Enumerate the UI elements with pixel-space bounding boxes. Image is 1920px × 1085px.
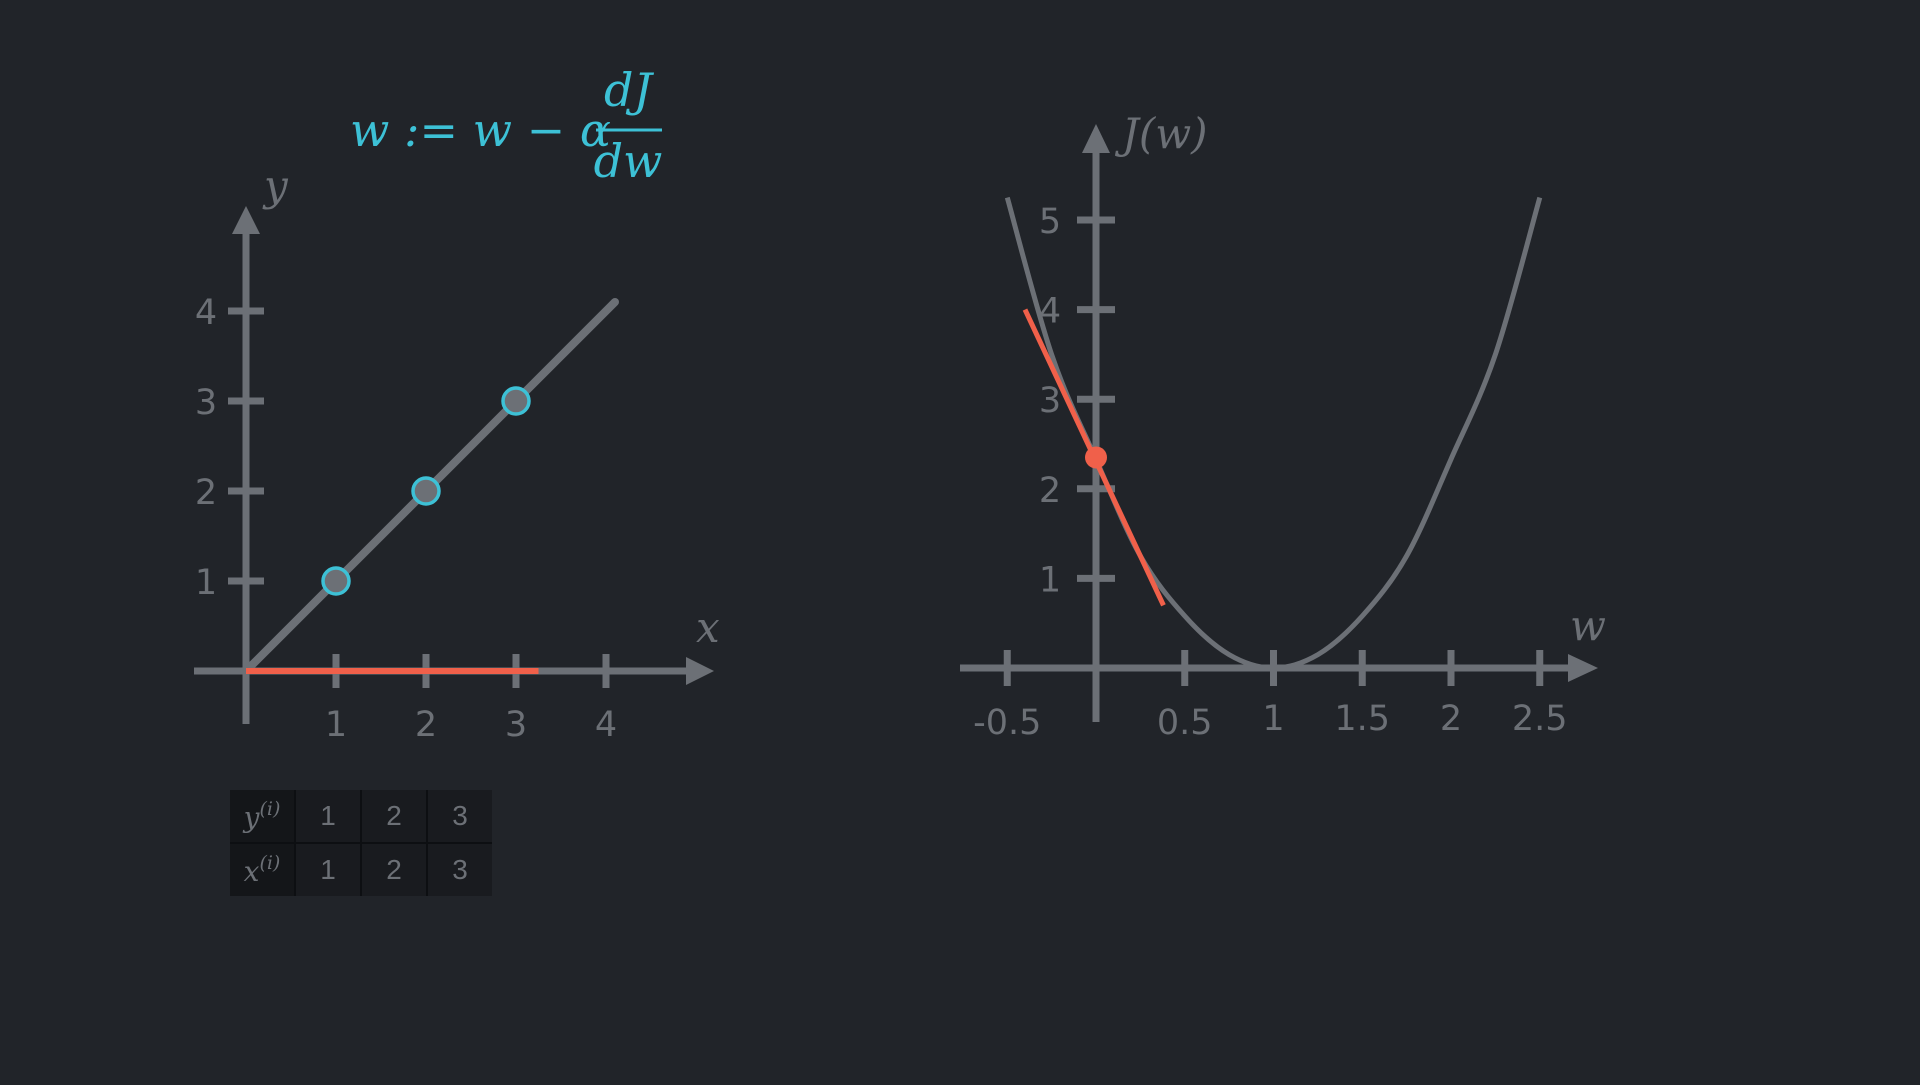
j-tick-label: 4 — [1039, 292, 1061, 332]
j-axis-label: J(w) — [1114, 109, 1208, 158]
cost-curve — [1004, 196, 1543, 671]
x-tick-label: 4 — [595, 705, 617, 745]
y-axis-label: y — [262, 161, 289, 210]
table-cell: 3 — [426, 843, 492, 896]
table-cell: 1 — [294, 843, 362, 896]
w-tick-label: 1.5 — [1334, 699, 1390, 739]
w-axis-label: w — [1570, 601, 1606, 650]
j-tick-label: 2 — [1039, 471, 1061, 511]
formula-numerator: dJ — [604, 63, 654, 117]
j-tick-label: 3 — [1039, 381, 1061, 421]
w-tick-label: 2.5 — [1512, 699, 1568, 739]
row-superscript: (i) — [259, 852, 281, 874]
w-tick-label: -0.5 — [973, 703, 1041, 743]
j-tick-label: 1 — [1039, 560, 1061, 600]
formula: w := w − α dJ dw — [350, 63, 662, 188]
row-label: y — [243, 801, 260, 834]
row-header: y(i) — [230, 790, 296, 844]
j-axis-arrow-icon — [1082, 124, 1110, 153]
tangent-point — [1085, 446, 1107, 469]
row-header: x(i) — [230, 843, 296, 896]
formula-denominator: dw — [594, 134, 663, 188]
w-tick-label: 0.5 — [1157, 703, 1213, 743]
j-tick-label: 5 — [1039, 202, 1061, 242]
w-tick-label: 1 — [1262, 699, 1284, 739]
y-tick-label: 1 — [195, 563, 217, 603]
table-cell: 2 — [360, 843, 428, 896]
table-cell: 2 — [360, 790, 428, 844]
x-tick-label: 1 — [325, 705, 347, 745]
table-cell: 3 — [426, 790, 492, 844]
y-tick-label: 3 — [195, 383, 217, 423]
x-axis-arrow-icon — [686, 657, 714, 685]
data-point — [501, 386, 531, 416]
x-tick-label: 2 — [415, 705, 437, 745]
w-tick-label: 2 — [1440, 699, 1462, 739]
data-points — [321, 386, 531, 596]
right-ticks: -0.5 0.5 1 1.5 2 2.5 1 2 3 4 5 — [973, 202, 1567, 743]
y-tick-label: 2 — [195, 473, 217, 513]
row-superscript: (i) — [259, 798, 281, 820]
left-ticks: 1 2 3 4 1 2 3 4 — [195, 293, 617, 745]
table-cell: 1 — [294, 790, 362, 844]
cost-function-chart: -0.5 0.5 1 1.5 2 2.5 1 2 3 4 5 w J(w) — [960, 109, 1606, 743]
data-point — [321, 566, 351, 596]
w-axis-arrow-icon — [1568, 654, 1598, 682]
data-point — [411, 476, 441, 506]
y-axis-arrow-icon — [232, 206, 260, 234]
row-label: x — [243, 855, 260, 888]
y-tick-label: 4 — [195, 293, 217, 333]
linear-fit-chart: 1 2 3 4 1 2 3 4 x y — [194, 161, 720, 745]
x-axis-label: x — [696, 603, 720, 652]
x-tick-label: 3 — [505, 705, 527, 745]
formula-lhs: w := w − α — [350, 103, 611, 157]
